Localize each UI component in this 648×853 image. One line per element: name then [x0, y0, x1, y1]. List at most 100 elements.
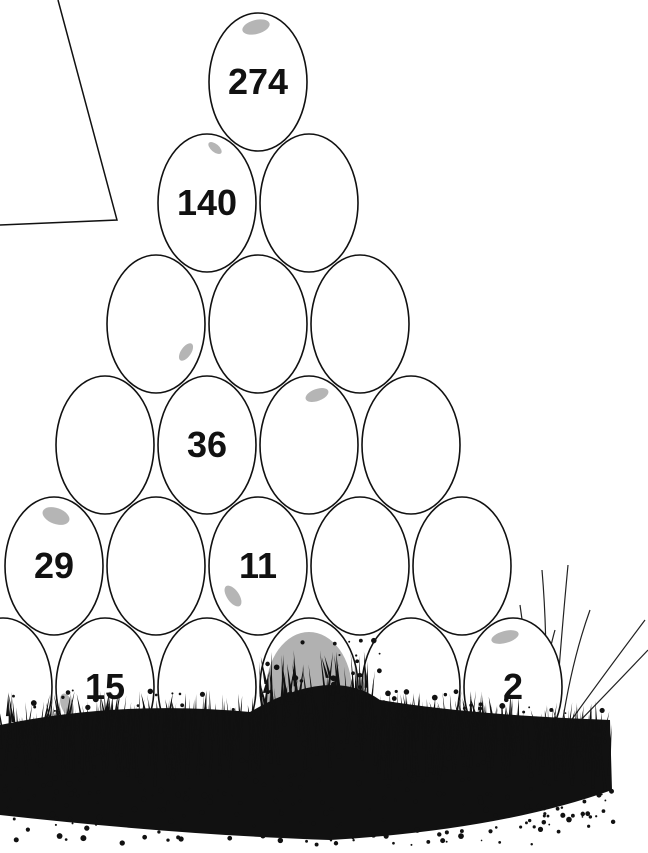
grass-speck: [422, 779, 425, 782]
grass-speck: [155, 694, 158, 697]
grass-speck: [371, 638, 376, 643]
grass-speck: [7, 807, 9, 809]
egg-shell: [311, 255, 409, 393]
grass-speck: [232, 708, 235, 711]
grass-speck: [252, 746, 255, 749]
grass-speck: [78, 762, 80, 764]
grass-speck: [387, 784, 390, 787]
grass-speck: [93, 696, 99, 702]
egg-cell[interactable]: [260, 376, 358, 514]
grass-speck: [589, 815, 592, 818]
egg-cell[interactable]: [56, 376, 154, 514]
grass-speck: [246, 760, 248, 762]
egg-cell: 140: [158, 134, 256, 272]
grass-speck: [201, 793, 207, 799]
grass-speck: [120, 814, 123, 817]
egg-cell[interactable]: [311, 497, 409, 635]
egg-cell[interactable]: [107, 255, 205, 393]
speech-bubble-frame: [0, 0, 117, 225]
grass-speck: [428, 716, 434, 722]
grass-speck: [168, 753, 174, 759]
grass-speck: [161, 807, 166, 812]
grass-speck: [524, 804, 530, 810]
grass-speck: [320, 728, 325, 733]
grass-speck: [525, 821, 528, 824]
grass-speck: [379, 653, 381, 655]
grass-speck: [253, 770, 256, 773]
grass-speck: [561, 806, 563, 808]
grass-speck: [357, 723, 363, 729]
grass-speck: [141, 745, 144, 748]
grass-speck: [302, 741, 308, 747]
grass-speck: [467, 777, 470, 780]
grass-speck: [77, 713, 81, 717]
grass-speck: [138, 780, 142, 784]
grass-speck: [68, 717, 72, 721]
grass-speck: [538, 827, 543, 832]
grass-speck: [204, 764, 206, 766]
egg-shell: [107, 497, 205, 635]
grass-speck: [343, 748, 345, 750]
grass-speck: [407, 718, 412, 723]
grass-speck: [601, 793, 603, 795]
grass-speck: [414, 827, 420, 833]
grass-speck: [476, 764, 479, 767]
grass-speck: [238, 801, 242, 805]
grass-speck: [411, 718, 414, 721]
grass-speck: [355, 659, 359, 663]
grass-speck: [166, 801, 170, 805]
grass-speck: [14, 767, 20, 773]
grass-speck: [305, 840, 308, 843]
egg-cell[interactable]: [209, 255, 307, 393]
grass-speck: [2, 787, 7, 792]
grass-speck: [336, 753, 341, 758]
egg-cell[interactable]: [413, 497, 511, 635]
grass-speck: [175, 792, 181, 798]
grass-speck: [50, 744, 53, 747]
grass-speck: [273, 776, 275, 778]
grass-speck: [543, 749, 545, 751]
grass-speck: [530, 843, 532, 845]
grass-speck: [458, 833, 464, 839]
grass-speck: [602, 809, 606, 813]
grass-speck: [352, 839, 354, 841]
grass-speck: [555, 736, 558, 739]
grass-speck: [200, 810, 205, 815]
grass-speck: [297, 831, 303, 837]
grass-speck: [25, 760, 27, 762]
egg-cell[interactable]: [362, 376, 460, 514]
grass-speck: [528, 766, 530, 768]
egg-cell[interactable]: [260, 134, 358, 272]
grass-speck: [224, 770, 226, 772]
grass-speck: [446, 841, 448, 843]
grass-speck: [585, 811, 590, 816]
grass-speck: [73, 789, 77, 793]
grass-speck: [592, 759, 595, 762]
grass-speck: [61, 696, 64, 699]
grass-speck: [357, 673, 362, 678]
grass-speck: [240, 758, 245, 763]
grass-speck: [383, 796, 386, 799]
grass-speck: [581, 739, 584, 742]
grass-speck: [441, 716, 445, 720]
grass-speck: [521, 754, 526, 759]
grass-speck: [478, 799, 484, 805]
grass-speck: [596, 732, 602, 738]
grass-speck: [168, 712, 172, 716]
grass-speck: [166, 838, 169, 841]
grass-speck: [56, 755, 61, 760]
grass-speck: [330, 807, 334, 811]
grass-speck: [381, 700, 385, 704]
egg-cell[interactable]: [311, 255, 409, 393]
egg-cell[interactable]: [107, 497, 205, 635]
grass-speck: [330, 839, 332, 841]
grass-speck: [481, 760, 485, 764]
grass-speck: [528, 773, 533, 778]
grass-speck: [397, 830, 399, 832]
grass-speck: [0, 774, 2, 776]
grass-speck: [157, 830, 160, 833]
grass-speck: [274, 799, 279, 804]
egg-shell: [209, 255, 307, 393]
grass-speck: [199, 759, 205, 765]
grass-speck: [362, 738, 366, 742]
